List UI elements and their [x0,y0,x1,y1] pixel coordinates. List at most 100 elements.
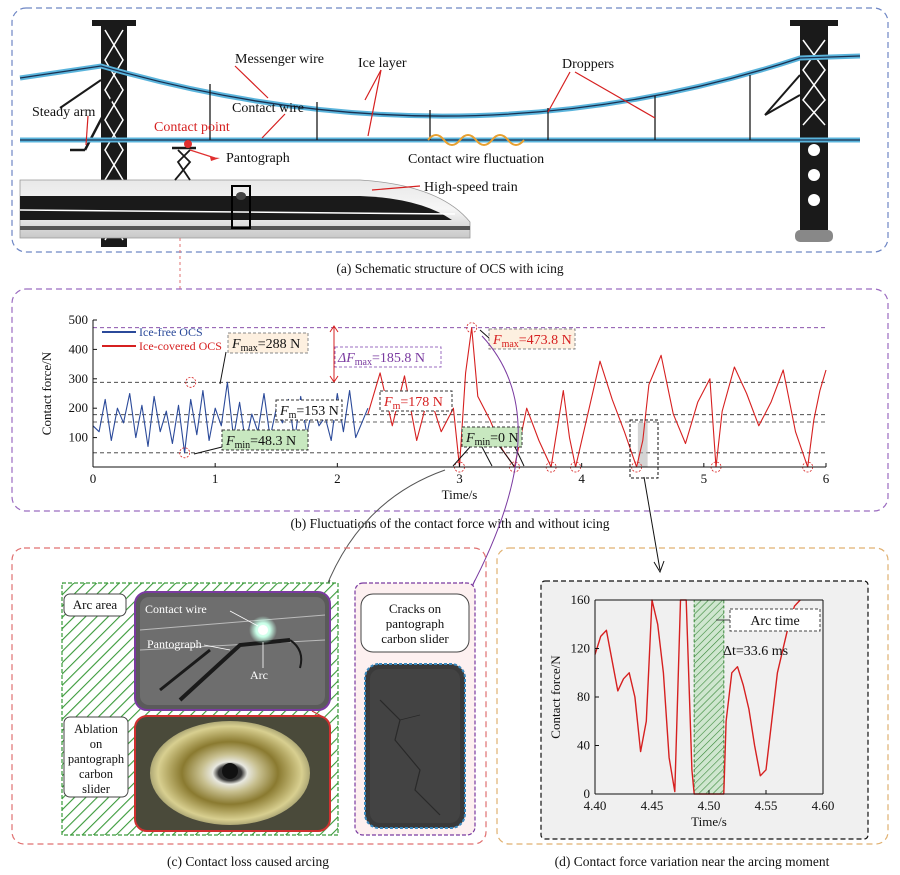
photo-label-arc: Arc [250,668,268,682]
y-axis-label: Contact force/N [39,351,54,435]
label-contact-point: Contact point [154,120,230,135]
label-fluctuation: Contact wire fluctuation [408,152,544,167]
extremum-marker [185,376,197,388]
right-tower [790,20,838,242]
y-tick-label: 80 [577,689,590,704]
fluctuation-wave [427,134,525,146]
annotation-fmax-free: Fmax=288 N [219,332,309,385]
x-tick-label: 6 [823,471,830,486]
arc-area-label-box [63,593,127,617]
legend-ice-covered: Ice-covered OCS [139,339,222,353]
cracks-label-3: carbon slider [381,631,449,646]
label-pantograph: Pantograph [226,151,290,166]
high-speed-train [19,179,471,239]
y-tick-label: 400 [69,341,89,356]
ablation-label-5: slider [82,782,111,796]
x-tick-label: 2 [334,471,341,486]
annotation-fmin-free: Fmin=48.3 N [193,429,309,455]
x-tick-label: 1 [212,471,219,486]
caption-c: (c) Contact loss caused arcing [167,854,329,869]
svg-text:Fmax=288 N: Fmax=288 N [231,337,300,354]
extremum-marker [466,322,478,334]
series-line-0 [92,381,369,454]
photo-label-pantograph: Pantograph [147,637,202,651]
annotation-fmax-ice: Fmax=473.8 N [479,328,576,350]
cracks-photo [364,663,466,829]
panel-c-border [11,547,487,845]
y-tick-label: 120 [571,641,591,656]
panel-a-leaders [85,65,656,191]
y-tick-label: 40 [577,738,590,753]
cracks-label-1: Cracks on [389,601,442,616]
y-axis-label: Contact force/N [548,655,563,739]
arc-photo: Contact wire Pantograph Arc [134,591,331,711]
y-tick-label: 500 [69,312,89,327]
label-steady-arm: Steady arm [32,105,95,120]
ablation-label-2: on [90,737,103,751]
arc-area-label: Arc area [73,597,118,612]
photo-label-contact-wire: Contact wire [145,602,207,616]
contact-point-marker [184,140,192,148]
svg-text:Fm=178 N: Fm=178 N [383,395,443,412]
arc-time-label: Arc time [750,614,799,629]
legend-b: Ice-free OCS Ice-covered OCS [102,325,222,353]
panel-d-border [496,547,889,845]
arc-interval-band [693,599,725,795]
x-tick-label: 5 [701,471,708,486]
ablation-label-box [63,716,129,798]
pantograph-icon [172,146,196,181]
connector-arrows [317,335,665,594]
ablation-label-1: Ablation [74,722,118,736]
annotation-fm-free: Fm=153 N [275,399,343,421]
ablation-photo [134,710,331,832]
x-tick-label: 4.60 [812,798,835,813]
x-tick-label: 0 [90,471,97,486]
x-tick-label: 4.45 [641,798,664,813]
label-messenger-wire: Messenger wire [235,52,324,67]
svg-text:Fmin=48.3 N: Fmin=48.3 N [225,434,296,451]
annotation-fm-ice: Fm=178 N [379,390,453,412]
x-axis-label: Time/s [691,814,727,829]
cracks-label-box [360,593,470,653]
caption-d: (d) Contact force variation near the arc… [555,854,830,869]
x-tick-label: 3 [456,471,463,486]
series-line-1 [367,327,827,468]
svg-text:Fmin=0 N: Fmin=0 N [465,431,519,448]
caption-b: (b) Fluctuations of the contact force wi… [290,516,609,531]
x-tick-label: 4.50 [698,798,721,813]
panel-c: Arc area Contact wire Pantograph Arc Abl… [11,547,487,845]
label-contact-wire: Contact wire [232,101,304,116]
x-tick-label: 4.40 [584,798,607,813]
y-tick-label: 160 [571,592,591,607]
legend-ice-free: Ice-free OCS [139,325,203,339]
x-tick-label: 4.55 [755,798,778,813]
cracks-label-2: pantograph [386,616,445,631]
delta-t-label: Δt=33.6 ms [723,644,788,659]
label-droppers: Droppers [562,57,614,72]
y-tick-label: 100 [69,430,89,445]
ablation-label-3: pantograph [68,752,125,766]
y-tick-label: 0 [584,786,591,801]
extremum-marker [179,447,191,459]
x-axis-label: Time/s [442,487,478,502]
svg-text:ΔFmax=185.8 N: ΔFmax=185.8 N [337,351,425,368]
label-train: High-speed train [424,180,518,195]
x-tick-label: 4 [578,471,585,486]
panel-b-border [11,288,889,512]
label-ice-layer: Ice layer [358,56,407,71]
series-line-0 [594,599,801,795]
annotation-fmin-ice: Fmin=0 N [452,426,525,467]
ablation-label-4: carbon [79,767,114,781]
svg-text:Fm=153 N: Fm=153 N [279,404,339,421]
annotation-dfmax: ΔFmax=185.8 N [329,325,442,383]
panel-a: Messenger wire Ice layer Droppers Steady… [11,7,889,290]
svg-text:Fmax=473.8 N: Fmax=473.8 N [492,333,572,350]
highlight-band [637,422,648,467]
panel-a-border [11,7,889,253]
y-tick-label: 200 [69,400,89,415]
